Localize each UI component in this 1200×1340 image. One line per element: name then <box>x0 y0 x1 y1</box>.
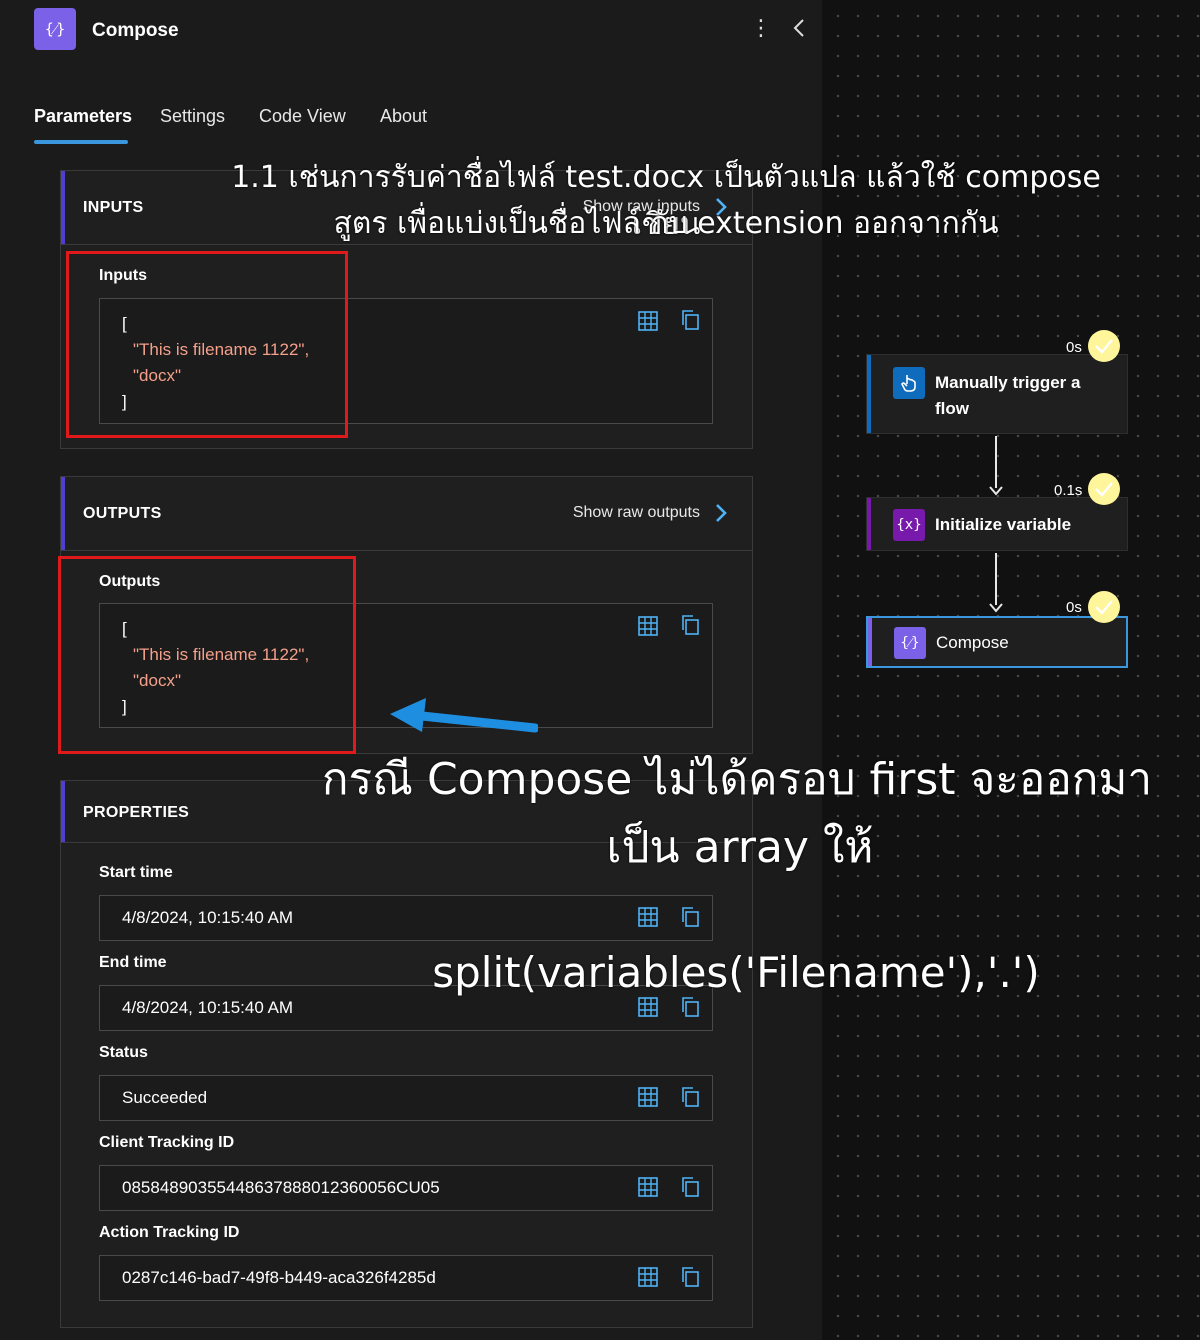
compose-icon: {⁄} <box>894 627 926 659</box>
table-view-icon[interactable] <box>638 907 658 927</box>
outputs-card-title: OUTPUTS <box>83 505 162 522</box>
copy-icon[interactable] <box>680 1086 700 1108</box>
annotation-big-line1: กรณี Compose ไม่ได้ครอบ first จะออกมา <box>321 754 1153 805</box>
table-view-icon[interactable] <box>638 1267 658 1287</box>
start-time-field[interactable]: 4/8/2024, 10:15:40 AM <box>99 895 713 941</box>
properties-card-title: PROPERTIES <box>83 804 190 821</box>
run-details-panel: {⁄} Compose ⋮ Parameters Settings Code V… <box>34 8 810 1328</box>
node-label: Compose <box>936 633 1009 652</box>
status-value: Succeeded <box>122 1088 208 1107</box>
copy-icon[interactable] <box>680 996 700 1018</box>
copy-icon[interactable] <box>680 614 700 636</box>
node-accent <box>867 355 871 433</box>
annotation-formula: split(variables('Filename'),'.') <box>432 948 1040 997</box>
action-tracking-id-field[interactable]: 0287c146-bad7-49f8-b449-aca326f4285d <box>99 1255 713 1301</box>
end-time-field[interactable]: 4/8/2024, 10:15:40 AM <box>99 985 713 1031</box>
status-label: Status <box>99 1044 148 1061</box>
copy-icon[interactable] <box>680 1176 700 1198</box>
arrow-down-icon <box>989 486 1003 496</box>
success-check-icon <box>1088 330 1120 362</box>
outputs-code: [ "This is filename 1122", "docx" ] <box>122 619 310 716</box>
end-time-label: End time <box>99 954 167 971</box>
node-label: Manually trigger a flow <box>935 373 1081 418</box>
inputs-code-box[interactable]: [ "This is filename 1122", "docx" ] <box>99 298 713 424</box>
table-view-icon[interactable] <box>638 311 658 331</box>
flow-connector <box>995 436 997 488</box>
properties-card-header[interactable]: PROPERTIES <box>61 781 752 843</box>
more-options-icon[interactable]: ⋮ <box>750 15 772 40</box>
node-duration: 0s <box>1066 599 1082 616</box>
client-tracking-id-field[interactable]: 08584890355448637888012360056CU05 <box>99 1165 713 1211</box>
node-label: Initialize variable <box>935 515 1072 534</box>
hand-pointer-icon <box>893 367 925 399</box>
annotation-note-line2: สูตร เพื่อแบ่งเป็นชื่อไฟล์ กับ extension… <box>333 206 999 241</box>
properties-card: PROPERTIES Start time 4/8/2024, 10:15:40… <box>60 780 753 1328</box>
table-view-icon[interactable] <box>638 997 658 1017</box>
outputs-field-label: Outputs <box>99 573 161 590</box>
show-raw-inputs-link[interactable]: Show raw inputs <box>582 198 700 215</box>
start-time-label: Start time <box>99 864 173 881</box>
tab-code-view[interactable]: Code View <box>259 106 346 126</box>
arrow-down-icon <box>989 603 1003 613</box>
end-time-value: 4/8/2024, 10:15:40 AM <box>122 998 294 1017</box>
chevron-right-icon[interactable] <box>712 193 730 221</box>
annotation-big-line2: เป็น array ให้ <box>606 822 874 873</box>
inputs-code: [ "This is filename 1122", "docx" ] <box>122 314 310 411</box>
table-view-icon[interactable] <box>638 616 658 636</box>
start-time-value: 4/8/2024, 10:15:40 AM <box>122 908 294 927</box>
outputs-card-header[interactable]: OUTPUTS Show raw outputs <box>61 477 752 551</box>
flow-node-initialize-variable[interactable]: {x} Initialize variable <box>866 497 1128 551</box>
action-tracking-id-value: 0287c146-bad7-49f8-b449-aca326f4285d <box>122 1268 436 1287</box>
action-tracking-id-label: Action Tracking ID <box>99 1224 240 1241</box>
node-duration: 0s <box>1066 339 1082 356</box>
copy-icon[interactable] <box>680 906 700 928</box>
collapse-panel-icon[interactable] <box>788 14 810 42</box>
flow-node-compose[interactable]: {⁄} Compose <box>866 616 1128 668</box>
flow-node-manual-trigger[interactable]: Manually trigger a flow <box>866 354 1128 434</box>
show-raw-outputs-link[interactable]: Show raw outputs <box>572 504 700 521</box>
inputs-card-title: INPUTS <box>83 199 144 216</box>
node-accent <box>867 498 871 550</box>
inputs-card-header[interactable]: INPUTS Show raw inputs <box>61 171 752 245</box>
node-accent <box>868 618 872 666</box>
flow-canvas[interactable] <box>822 0 1200 1340</box>
success-check-icon <box>1088 591 1120 623</box>
inputs-card: INPUTS Show raw inputs Inputs [ "This is… <box>60 170 753 449</box>
copy-icon[interactable] <box>680 1266 700 1288</box>
client-tracking-id-label: Client Tracking ID <box>99 1134 235 1151</box>
tab-settings[interactable]: Settings <box>160 106 226 126</box>
table-view-icon[interactable] <box>638 1177 658 1197</box>
annotation-note-line1: 1.1 เช่นการรับค่าชื่อไฟล์ test.docx เป็น… <box>231 160 1101 242</box>
active-tab-indicator <box>34 140 128 144</box>
success-check-icon <box>1088 473 1120 505</box>
chevron-right-icon[interactable] <box>712 499 730 527</box>
tab-about[interactable]: About <box>380 106 428 126</box>
inputs-field-label: Inputs <box>99 267 147 284</box>
status-field[interactable]: Succeeded <box>99 1075 713 1121</box>
tab-parameters[interactable]: Parameters <box>34 106 133 126</box>
variable-icon: {x} <box>893 509 925 541</box>
client-tracking-id-value: 08584890355448637888012360056CU05 <box>122 1178 440 1197</box>
panel-title: Compose <box>92 20 179 41</box>
annotation-arrow-icon <box>390 698 538 733</box>
compose-app-icon: {⁄} <box>34 8 76 50</box>
node-duration: 0.1s <box>1054 482 1083 499</box>
flow-connector <box>995 553 997 605</box>
table-view-icon[interactable] <box>638 1087 658 1107</box>
copy-icon[interactable] <box>680 309 700 331</box>
